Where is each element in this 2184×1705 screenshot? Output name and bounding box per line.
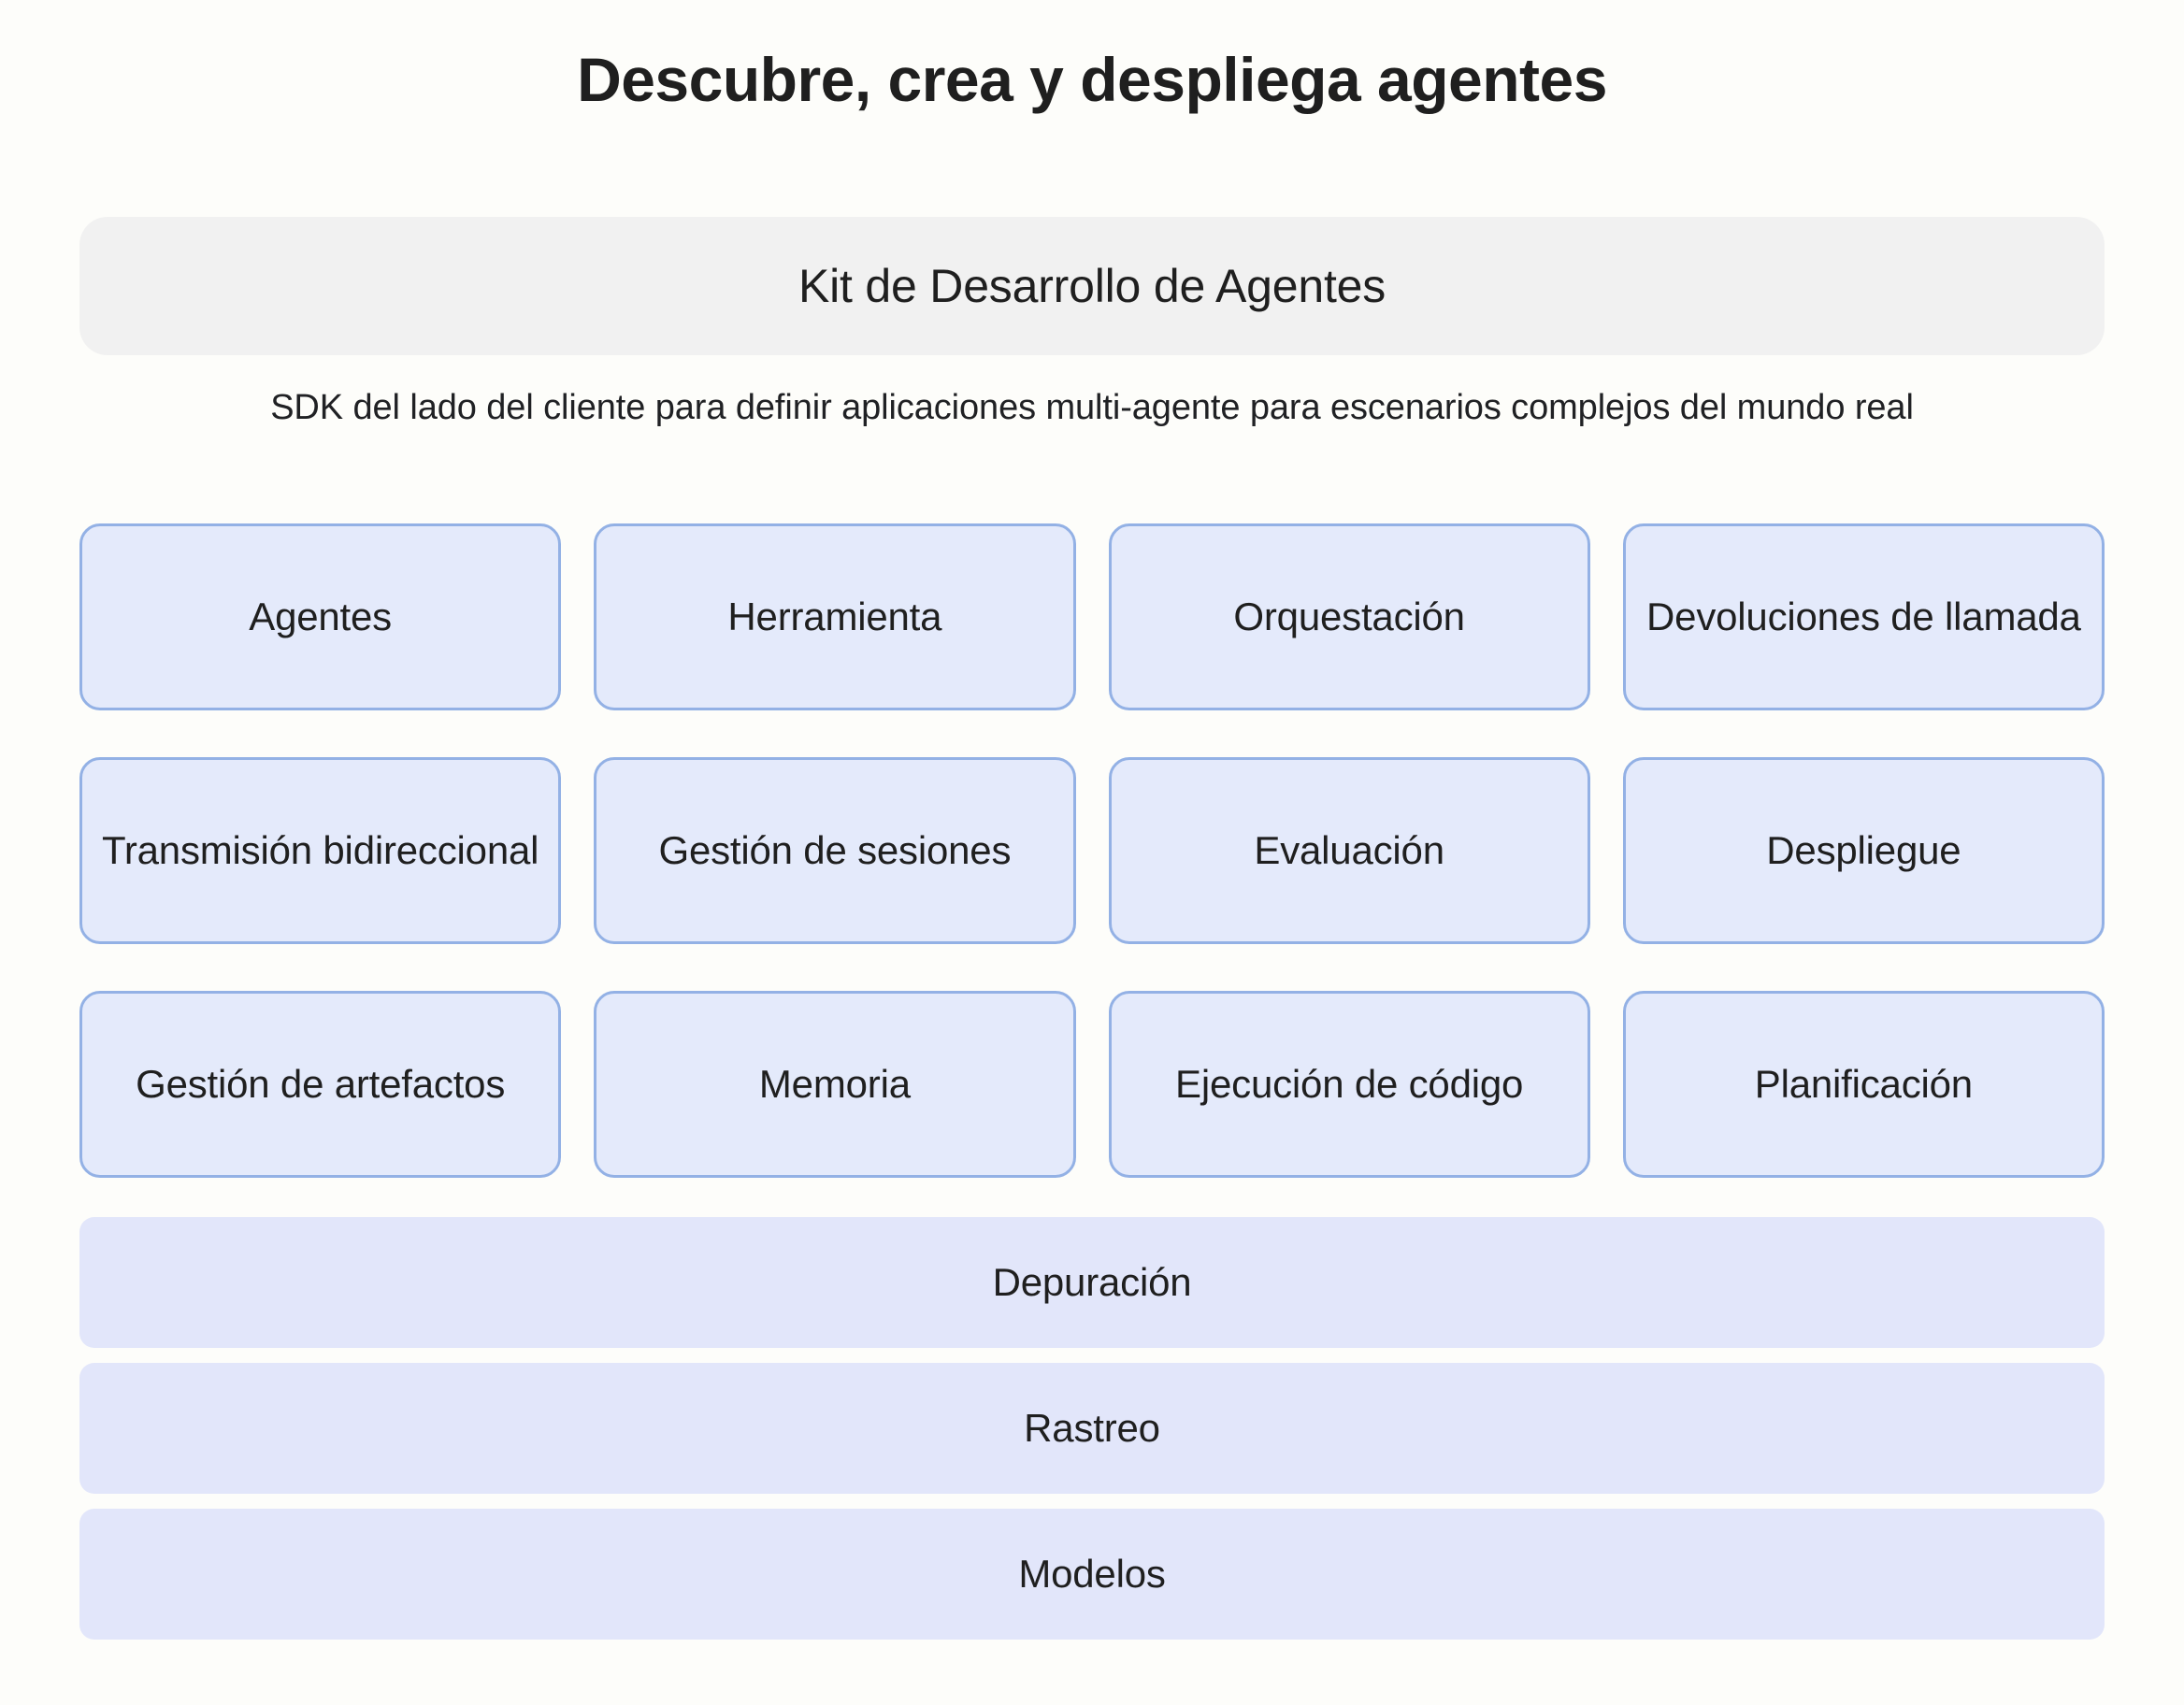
capability-card-label: Memoria [758, 1062, 911, 1107]
capability-card-despliegue[interactable]: Despliegue [1622, 757, 2105, 944]
capability-card-label: Despliegue [1766, 828, 1961, 873]
subtitle-description: SDK del lado del cliente para definir ap… [270, 388, 1914, 427]
foundation-bar-label: Modelos [1018, 1552, 1166, 1596]
header-pill: Kit de Desarrollo de Agentes [79, 217, 2105, 355]
capability-card-label: Orquestación [1233, 595, 1465, 639]
capability-card-label: Herramienta [727, 595, 942, 639]
foundation-bar-modelos[interactable]: Modelos [79, 1509, 2105, 1640]
capability-card-planificacion[interactable]: Planificación [1622, 991, 2105, 1178]
capability-card-memoria[interactable]: Memoria [594, 991, 1076, 1178]
foundation-bar-rastreo[interactable]: Rastreo [79, 1363, 2105, 1494]
capability-card-label: Devoluciones de llamada [1646, 595, 2081, 639]
capability-card-grid: Agentes Herramienta Orquestación Devoluc… [79, 523, 2105, 1178]
foundation-bar-depuracion[interactable]: Depuración [79, 1217, 2105, 1348]
header-pill-label: Kit de Desarrollo de Agentes [797, 260, 1387, 312]
capability-card-herramienta[interactable]: Herramienta [594, 523, 1076, 710]
capability-card-devoluciones-de-llamada[interactable]: Devoluciones de llamada [1622, 523, 2105, 710]
page-title: Descubre, crea y despliega agentes [577, 45, 1607, 114]
foundation-bar-label: Depuración [992, 1260, 1192, 1304]
capability-card-gestion-de-artefactos[interactable]: Gestión de artefactos [79, 991, 562, 1178]
foundation-bar-stack: Depuración Rastreo Modelos [79, 1217, 2105, 1640]
capability-card-evaluacion[interactable]: Evaluación [1108, 757, 1590, 944]
capability-card-ejecucion-de-codigo[interactable]: Ejecución de código [1108, 991, 1590, 1178]
capability-card-agentes[interactable]: Agentes [79, 523, 562, 710]
capability-card-label: Agentes [249, 595, 392, 639]
capability-card-label: Ejecución de código [1175, 1062, 1524, 1107]
capability-card-transmision-bidireccional[interactable]: Transmisión bidireccional [79, 757, 562, 944]
capability-card-label: Gestión de sesiones [658, 828, 1012, 873]
capability-card-label: Transmisión bidireccional [101, 828, 539, 873]
foundation-bar-label: Rastreo [1024, 1406, 1160, 1450]
capability-card-gestion-de-sesiones[interactable]: Gestión de sesiones [594, 757, 1076, 944]
capability-card-label: Planificación [1754, 1062, 1973, 1107]
capability-card-label: Gestión de artefactos [136, 1062, 506, 1107]
capability-card-orquestacion[interactable]: Orquestación [1108, 523, 1590, 710]
capability-card-label: Evaluación [1254, 828, 1444, 873]
